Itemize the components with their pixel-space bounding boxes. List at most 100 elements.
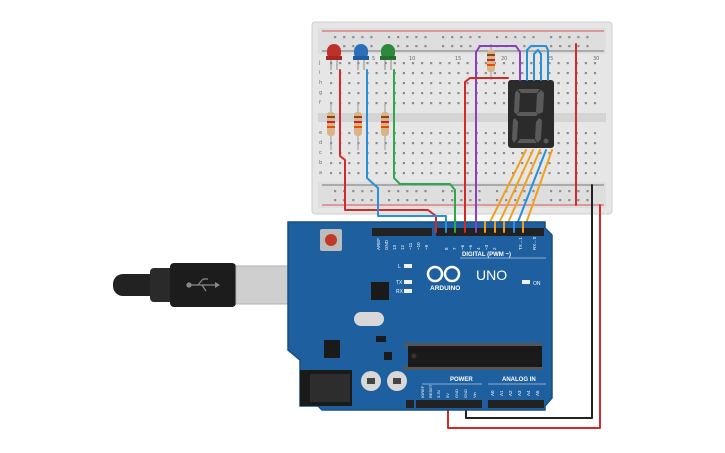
arduino-uno-board[interactable]: AREF GND 13 12 ~11 ~10 ~9 8 7 ~6 ~5 4 ~3… bbox=[287, 221, 553, 411]
pin-label: ~11 bbox=[408, 242, 413, 250]
breadboard-hole bbox=[352, 199, 355, 202]
wire-orange[interactable] bbox=[522, 149, 553, 233]
wire-red-5v[interactable] bbox=[447, 204, 601, 429]
breadboard-hole bbox=[532, 36, 535, 39]
red-led[interactable] bbox=[326, 44, 342, 70]
breadboard-hole bbox=[493, 172, 496, 175]
breadboard-hole bbox=[397, 45, 400, 48]
wire-blue-display[interactable] bbox=[513, 149, 547, 233]
breadboard-hole bbox=[421, 172, 424, 175]
breadboard-hole bbox=[593, 142, 597, 145]
breadboard-hole bbox=[388, 190, 391, 193]
breadboard-hole bbox=[568, 199, 571, 202]
breadboard-hole bbox=[584, 172, 587, 175]
breadboard-hole bbox=[406, 190, 409, 193]
breadboard-hole bbox=[557, 132, 560, 135]
analog-pin-labels: A0 A1 A2 A3 A4 A5 bbox=[490, 390, 540, 396]
resistor[interactable] bbox=[381, 102, 389, 150]
breadboard-hole bbox=[493, 162, 496, 165]
breadboard-hole bbox=[457, 102, 460, 105]
pin-label: ~10 bbox=[416, 242, 421, 250]
breadboard-hole bbox=[330, 172, 333, 175]
breadboard-hole bbox=[415, 190, 418, 193]
resistor[interactable] bbox=[487, 44, 495, 80]
wire-purple[interactable] bbox=[475, 45, 521, 233]
pin-label: 2 bbox=[492, 247, 497, 250]
breadboard-hole bbox=[451, 45, 454, 48]
rx-label: RX bbox=[396, 289, 404, 295]
pin-label: 4 bbox=[476, 247, 481, 250]
row-letter: f bbox=[319, 100, 321, 106]
breadboard-hole bbox=[402, 132, 405, 135]
breadboard-hole bbox=[343, 45, 346, 48]
breadboard-hole bbox=[557, 92, 560, 95]
pin-label: 7 bbox=[452, 247, 457, 250]
breadboard-hole bbox=[593, 82, 597, 85]
breadboard-hole bbox=[557, 142, 560, 145]
usb-cable[interactable] bbox=[113, 263, 289, 307]
breadboard-hole bbox=[430, 132, 433, 135]
breadboard-hole bbox=[402, 92, 405, 95]
seven-segment-display[interactable] bbox=[508, 80, 554, 148]
wire-green-led[interactable] bbox=[393, 69, 456, 233]
breadboard-hole bbox=[448, 62, 451, 65]
breadboard-hole bbox=[330, 92, 333, 95]
wire-black-gnd[interactable] bbox=[465, 184, 593, 419]
smd-component bbox=[384, 352, 392, 360]
power-header[interactable] bbox=[416, 400, 482, 408]
breadboard-hole bbox=[548, 152, 551, 155]
wire-blue-led[interactable] bbox=[366, 69, 447, 233]
wire-orange[interactable] bbox=[503, 149, 541, 233]
breadboard-hole bbox=[430, 92, 433, 95]
blue-led[interactable] bbox=[353, 44, 369, 70]
l-label: L bbox=[398, 264, 401, 270]
green-led[interactable] bbox=[380, 44, 396, 70]
breadboard-hole bbox=[375, 152, 378, 155]
breadboard-hole bbox=[584, 82, 587, 85]
pin-label: ~3 bbox=[484, 244, 489, 250]
wire-red-display[interactable] bbox=[464, 77, 509, 233]
breadboard-hole bbox=[593, 92, 597, 95]
wire-orange[interactable] bbox=[484, 149, 527, 233]
breadboard-hole bbox=[568, 45, 571, 48]
breadboard-hole bbox=[430, 152, 433, 155]
breadboard-hole bbox=[439, 152, 442, 155]
breadboard-hole bbox=[439, 172, 442, 175]
voltage-regulator bbox=[324, 340, 340, 358]
breadboard-hole bbox=[532, 190, 535, 193]
breadboard-hole bbox=[586, 190, 589, 193]
analog-header[interactable] bbox=[488, 400, 544, 408]
resistor[interactable] bbox=[327, 102, 335, 150]
breadboard-hole bbox=[566, 172, 569, 175]
breadboard-hole bbox=[348, 102, 351, 105]
pin-label: Vin bbox=[472, 392, 477, 398]
breadboard-hole bbox=[502, 162, 506, 165]
breadboard-hole bbox=[550, 36, 553, 39]
breadboard-hole bbox=[460, 190, 463, 193]
breadboard-hole bbox=[566, 152, 569, 155]
wire-orange[interactable] bbox=[494, 149, 534, 233]
power-jack[interactable] bbox=[300, 370, 352, 406]
pin-label: ~5 bbox=[468, 244, 473, 250]
crystal bbox=[354, 312, 384, 326]
wire-blue-display[interactable] bbox=[533, 49, 542, 81]
breadboard-hole bbox=[530, 62, 533, 65]
smd-component bbox=[376, 336, 386, 342]
breadboard-hole bbox=[484, 72, 487, 75]
breadboard-hole bbox=[421, 82, 424, 85]
breadboard-hole bbox=[334, 199, 337, 202]
breadboard-hole bbox=[530, 162, 533, 165]
wire-blue-display[interactable] bbox=[526, 45, 549, 81]
breadboard-hole bbox=[586, 45, 589, 48]
breadboard-hole bbox=[505, 36, 508, 39]
column-number: 25 bbox=[547, 56, 553, 62]
breadboard-hole bbox=[375, 62, 378, 65]
l-led bbox=[404, 264, 412, 268]
reset-button[interactable] bbox=[320, 229, 342, 251]
resistor[interactable] bbox=[354, 102, 362, 150]
breadboard-hole bbox=[411, 142, 415, 145]
breadboard-hole bbox=[348, 152, 351, 155]
breadboard-hole bbox=[457, 82, 460, 85]
breadboard-hole bbox=[484, 172, 487, 175]
usb-chip bbox=[371, 282, 389, 300]
